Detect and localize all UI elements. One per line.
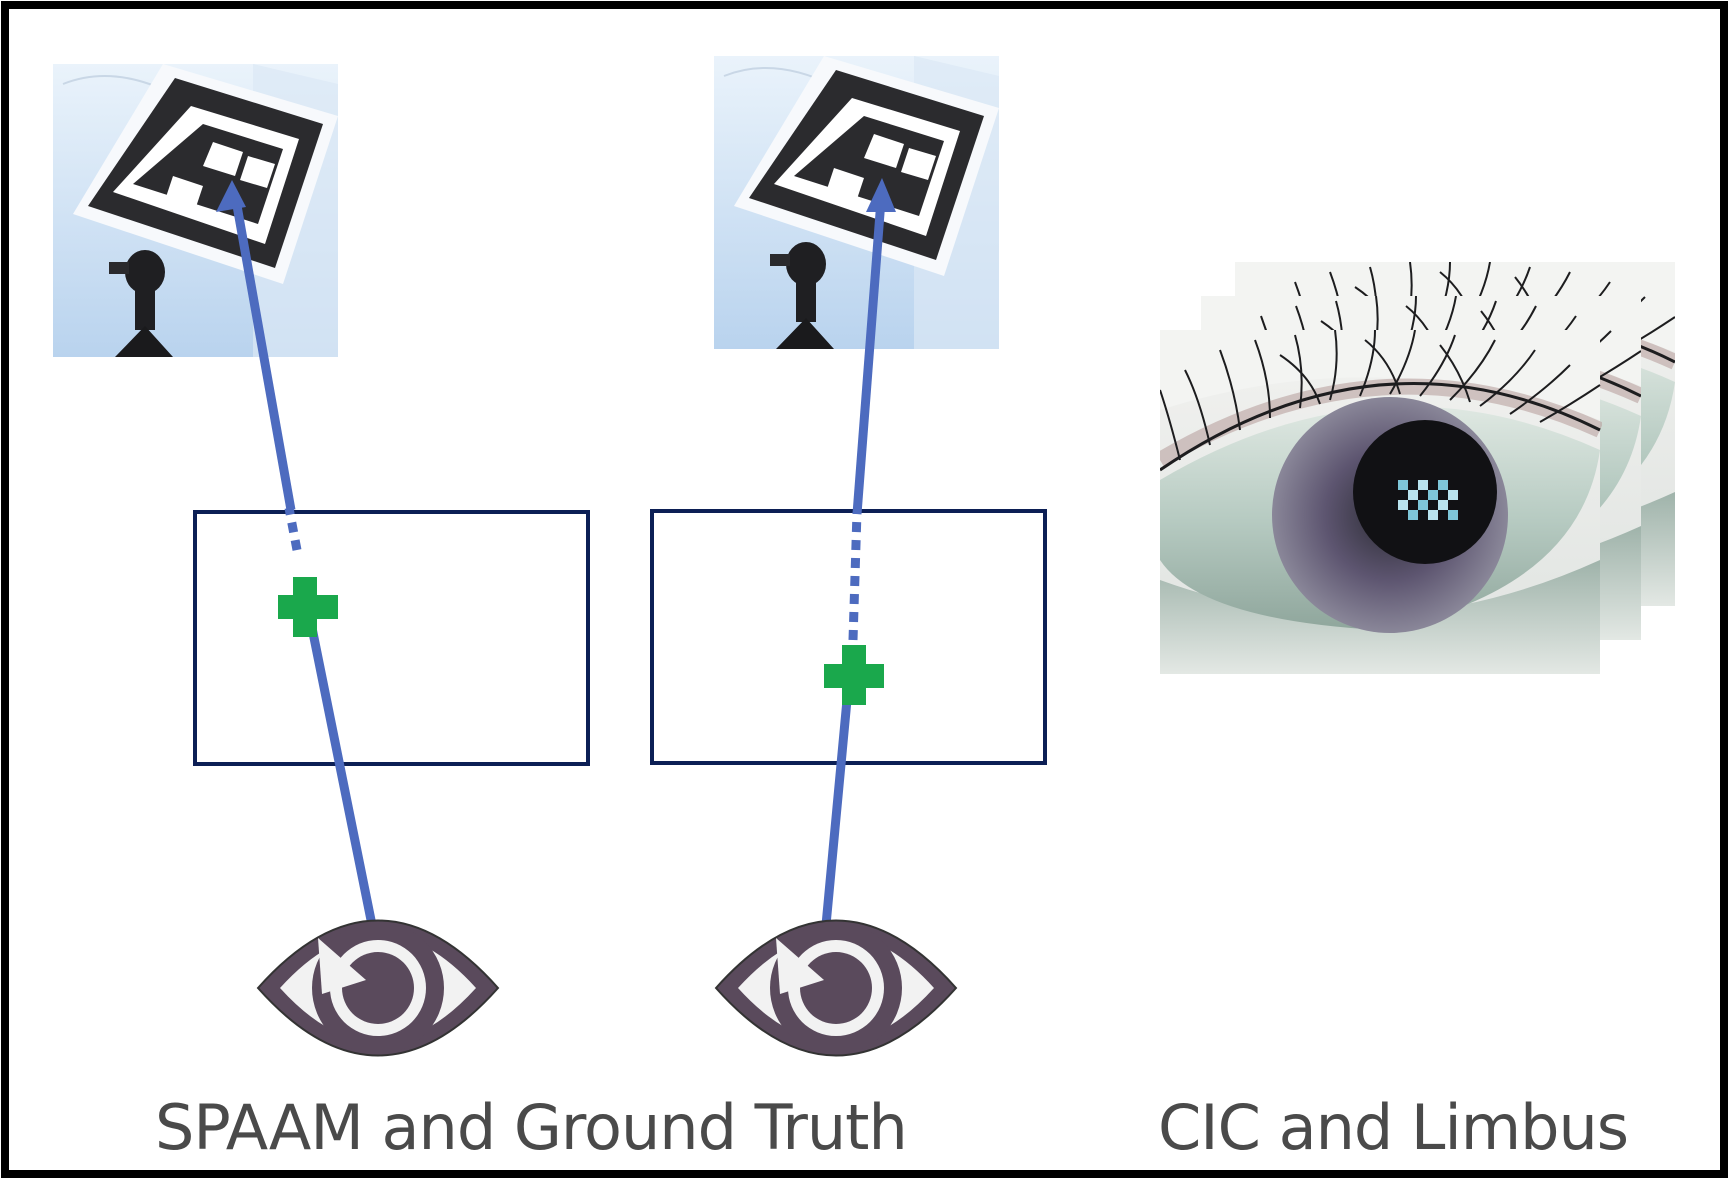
caption-spaam-ground-truth: SPAAM and Ground Truth	[155, 1091, 908, 1164]
eye-closeup-photo-front	[1160, 330, 1600, 674]
fiducial-marker-photo-middle	[714, 56, 999, 349]
fiducial-marker-photo-left	[53, 64, 338, 357]
display-screen-middle	[650, 509, 1047, 765]
display-screen-left	[193, 510, 590, 766]
green-cross-icon	[278, 577, 338, 637]
gaze-ray-middle	[821, 178, 896, 926]
ray-arrowhead-middle	[866, 178, 896, 212]
green-cross-icon	[824, 645, 884, 705]
eye-icon	[714, 919, 958, 1057]
ray-arrowhead-left	[216, 180, 246, 212]
eye-icon	[256, 919, 500, 1057]
eye-closeup-photo-stack	[1160, 262, 1675, 674]
gaze-ray-left	[216, 180, 377, 926]
caption-cic-limbus: CIC and Limbus	[1158, 1091, 1629, 1164]
